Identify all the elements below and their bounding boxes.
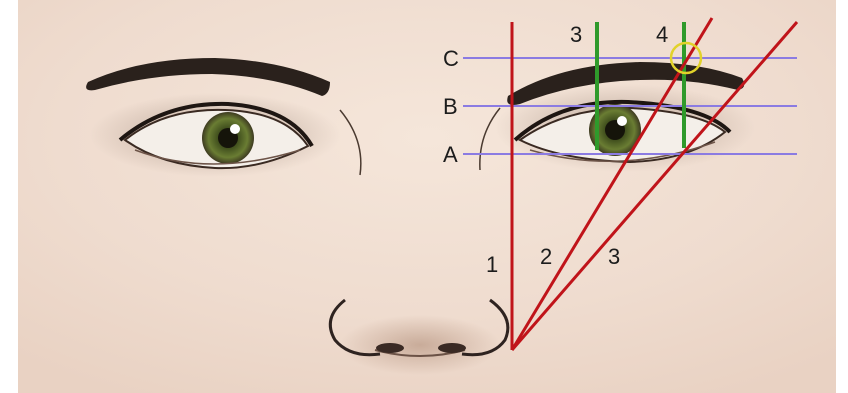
page-margin-right	[836, 0, 848, 393]
label-top-4: 4	[656, 22, 668, 47]
label-b: B	[443, 94, 458, 119]
label-top-3: 3	[570, 22, 582, 47]
label-c: C	[443, 46, 459, 71]
left-eye	[90, 93, 340, 177]
label-line-3: 3	[608, 244, 620, 269]
label-a: A	[443, 142, 458, 167]
label-line-1: 1	[486, 252, 498, 277]
page-margin-left	[0, 0, 18, 393]
label-line-2: 2	[540, 244, 552, 269]
